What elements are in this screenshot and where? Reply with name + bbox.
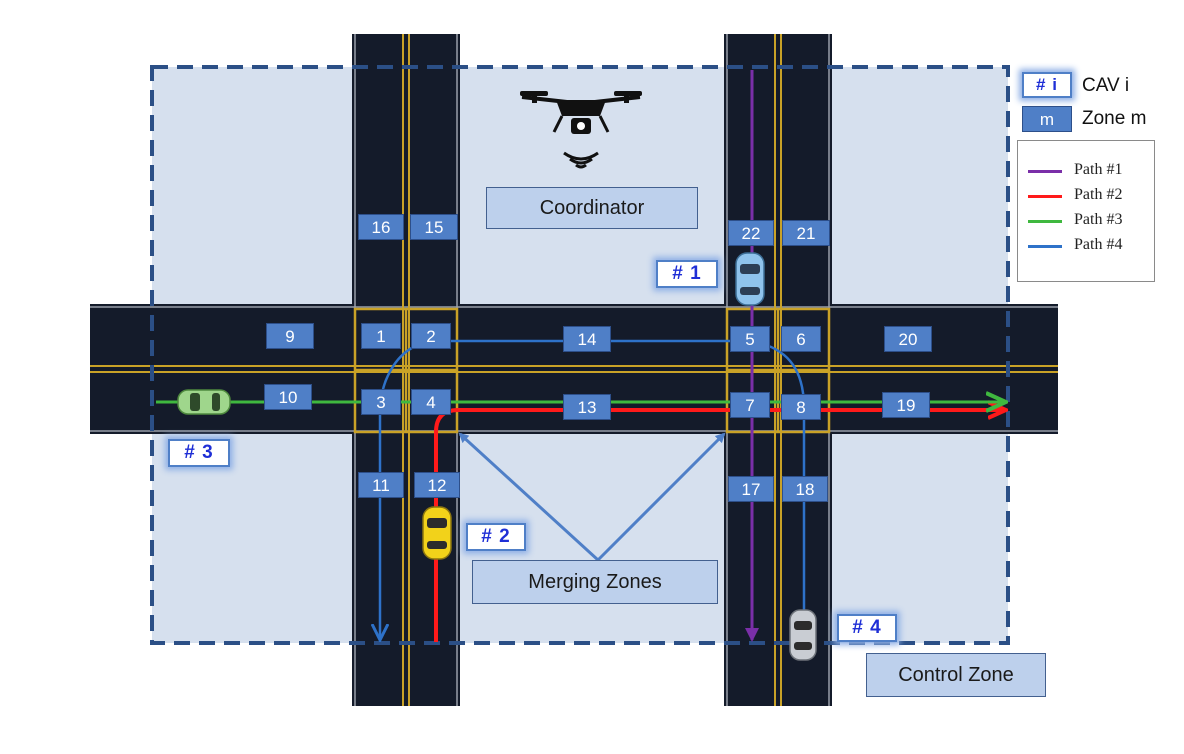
legend-item-path-2: Path #2 — [1028, 186, 1152, 206]
legend-cav-key-text: CAV i — [1082, 75, 1130, 96]
zone-label-10: 10 — [264, 384, 312, 410]
zone-label-15: 15 — [410, 214, 458, 240]
cav-3-tag: # 3 — [168, 439, 230, 467]
zone-label-12: 12 — [414, 472, 460, 498]
zone-label-1: 1 — [361, 323, 401, 349]
zone-label-4: 4 — [411, 389, 451, 415]
zone-label-2: 2 — [411, 323, 451, 349]
legend-label-path-2: Path #2 — [1074, 186, 1123, 203]
zone-label-20: 20 — [884, 326, 932, 352]
legend-item-path-4: Path #4 — [1028, 236, 1152, 256]
path-legend: Path #1 Path #2 Path #3 Path #4 — [1017, 140, 1155, 282]
legend-swatch-path-3 — [1028, 220, 1062, 223]
zone-label-7: 7 — [730, 392, 770, 418]
zone-label-3: 3 — [361, 389, 401, 415]
cav-1-vehicle — [735, 252, 765, 306]
legend-item-path-3: Path #3 — [1028, 211, 1152, 231]
path-2-line — [434, 410, 1004, 642]
legend-label-path-1: Path #1 — [1074, 161, 1123, 178]
cav-3-vehicle — [177, 389, 231, 415]
zone-label-19: 19 — [882, 392, 930, 418]
cav-1-tag: # 1 — [656, 260, 718, 288]
wireless-signal-icon — [563, 151, 599, 169]
coordinator-label: Coordinator — [486, 187, 698, 229]
zone-label-8: 8 — [781, 394, 821, 420]
zone-label-6: 6 — [781, 326, 821, 352]
control-zone-label: Control Zone — [866, 653, 1046, 697]
merging-zone-pointers — [458, 432, 726, 562]
legend-label-path-3: Path #3 — [1074, 211, 1123, 228]
drone-icon — [520, 91, 642, 134]
roads — [90, 34, 1058, 706]
legend-zone-key-tag: m — [1022, 106, 1072, 132]
zone-label-14: 14 — [563, 326, 611, 352]
cav-4-vehicle — [789, 609, 817, 661]
cav-2-tag: # 2 — [466, 523, 526, 551]
zone-label-21: 21 — [782, 220, 830, 246]
zone-label-17: 17 — [728, 476, 774, 502]
legend-zone-key-text: Zone m — [1082, 108, 1147, 129]
zone-label-11: 11 — [358, 472, 404, 498]
zone-label-13: 13 — [563, 394, 611, 420]
legend-cav-key-tag: # i — [1022, 72, 1072, 98]
zone-label-22: 22 — [728, 220, 774, 246]
zone-label-16: 16 — [358, 214, 404, 240]
control-zone-border — [150, 65, 1010, 645]
zone-label-18: 18 — [782, 476, 828, 502]
merging-zones-label: Merging Zones — [472, 560, 718, 604]
legend-swatch-path-4 — [1028, 245, 1062, 248]
cav-4-tag: # 4 — [837, 614, 897, 642]
legend-item-path-1: Path #1 — [1028, 161, 1152, 181]
zone-label-9: 9 — [266, 323, 314, 349]
legend-label-path-4: Path #4 — [1074, 236, 1123, 253]
legend-swatch-path-2 — [1028, 195, 1062, 198]
merging-zone-grid-left — [353, 307, 459, 434]
legend-swatch-path-1 — [1028, 170, 1062, 173]
zone-label-5: 5 — [730, 326, 770, 352]
cav-2-vehicle — [422, 506, 452, 560]
